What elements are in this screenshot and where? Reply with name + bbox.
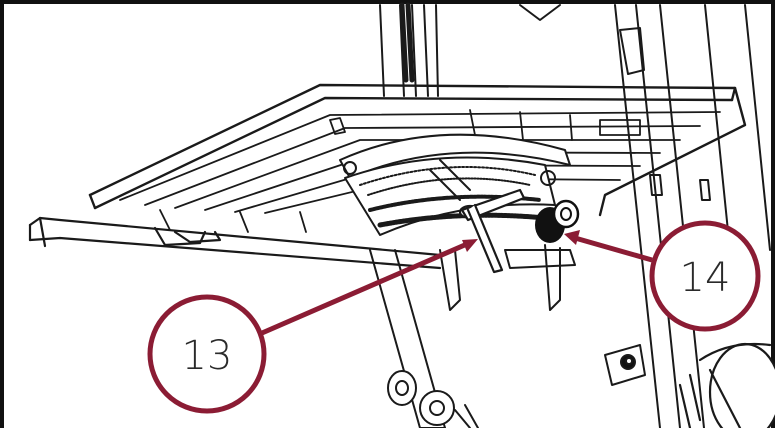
- table-saw-line-art: [28, 2, 775, 428]
- callout-14-arrowhead: [564, 230, 580, 245]
- callout-13-label: 13: [182, 333, 233, 379]
- callout-14-leader: [574, 235, 653, 263]
- callout-13-circle: [147, 294, 267, 414]
- callout-13-leader: [261, 241, 468, 336]
- knob-14: [535, 199, 580, 243]
- callout-14-label: 14: [680, 255, 731, 301]
- callout-14: 14: [564, 220, 761, 332]
- callout-13-arrowhead: [462, 239, 478, 252]
- callout-13: 13: [147, 239, 478, 414]
- callout-14-circle: [649, 220, 761, 332]
